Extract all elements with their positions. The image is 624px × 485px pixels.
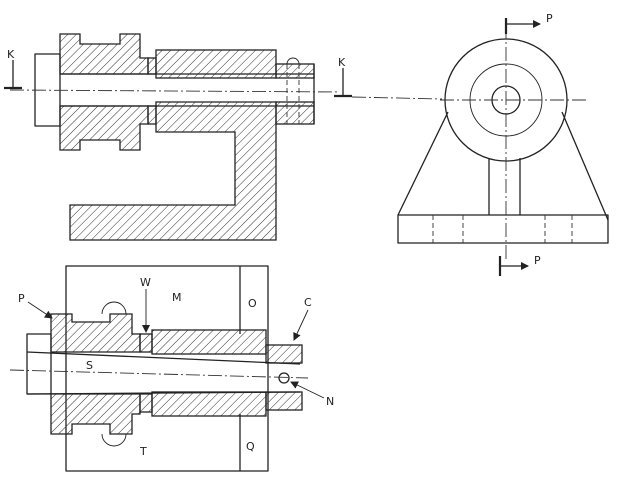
- bracket-web-section: [69, 101, 277, 241]
- sectional-front-view: K K: [4, 33, 352, 241]
- label-p-bottom: P: [534, 254, 541, 267]
- oil-hole-lower: [101, 433, 127, 447]
- plan-nut-lower: [50, 393, 141, 435]
- bracket-bore-upper: [155, 49, 277, 79]
- plan-shaft-line-upper: [26, 351, 301, 365]
- collar-lower: [275, 101, 315, 125]
- pin-head: [286, 57, 300, 65]
- plan-collar-upper: [265, 344, 303, 364]
- sectional-plan-view: P W M O C S N T Q: [9, 265, 334, 472]
- support-flanks: [397, 111, 609, 221]
- base-plate: [397, 214, 609, 244]
- plan-centre-line: [9, 369, 309, 379]
- label-o: O: [248, 297, 257, 310]
- label-c: C: [304, 296, 312, 309]
- nut-upper-section: [59, 33, 149, 75]
- plan-shaft-line-lower: [26, 391, 301, 395]
- label-p-top: P: [546, 12, 553, 25]
- plan-nut-upper: [50, 313, 141, 353]
- label-k-right: K: [338, 56, 346, 69]
- nut-lower-section: [59, 105, 149, 151]
- label-s: S: [86, 359, 93, 372]
- plan-collar-lower: [265, 391, 303, 411]
- projection-line: [351, 96, 443, 100]
- leader-c: [293, 309, 309, 341]
- label-n: N: [326, 395, 334, 408]
- label-k-left: K: [7, 48, 15, 61]
- plan-bore-upper: [151, 329, 267, 355]
- plan-shaft-stub: [26, 333, 52, 395]
- washer-upper: [147, 57, 157, 75]
- centre-line-front: [9, 89, 341, 93]
- label-m: M: [172, 291, 182, 304]
- washer-lower: [147, 105, 157, 125]
- label-w: W: [140, 276, 151, 289]
- pin-n-circle: [278, 372, 290, 384]
- label-p-part: P: [18, 292, 25, 305]
- leader-n: [290, 381, 325, 399]
- label-t: T: [139, 445, 147, 458]
- oil-hole-upper: [101, 301, 127, 315]
- collar-upper: [275, 63, 315, 79]
- base-outline: [65, 265, 269, 472]
- plan-washer-lower: [139, 393, 153, 413]
- leader-p: [27, 301, 53, 319]
- side-view: P P: [397, 12, 609, 276]
- label-q: Q: [246, 440, 255, 453]
- plan-bore-lower: [151, 391, 267, 417]
- plan-washer-upper: [139, 333, 153, 353]
